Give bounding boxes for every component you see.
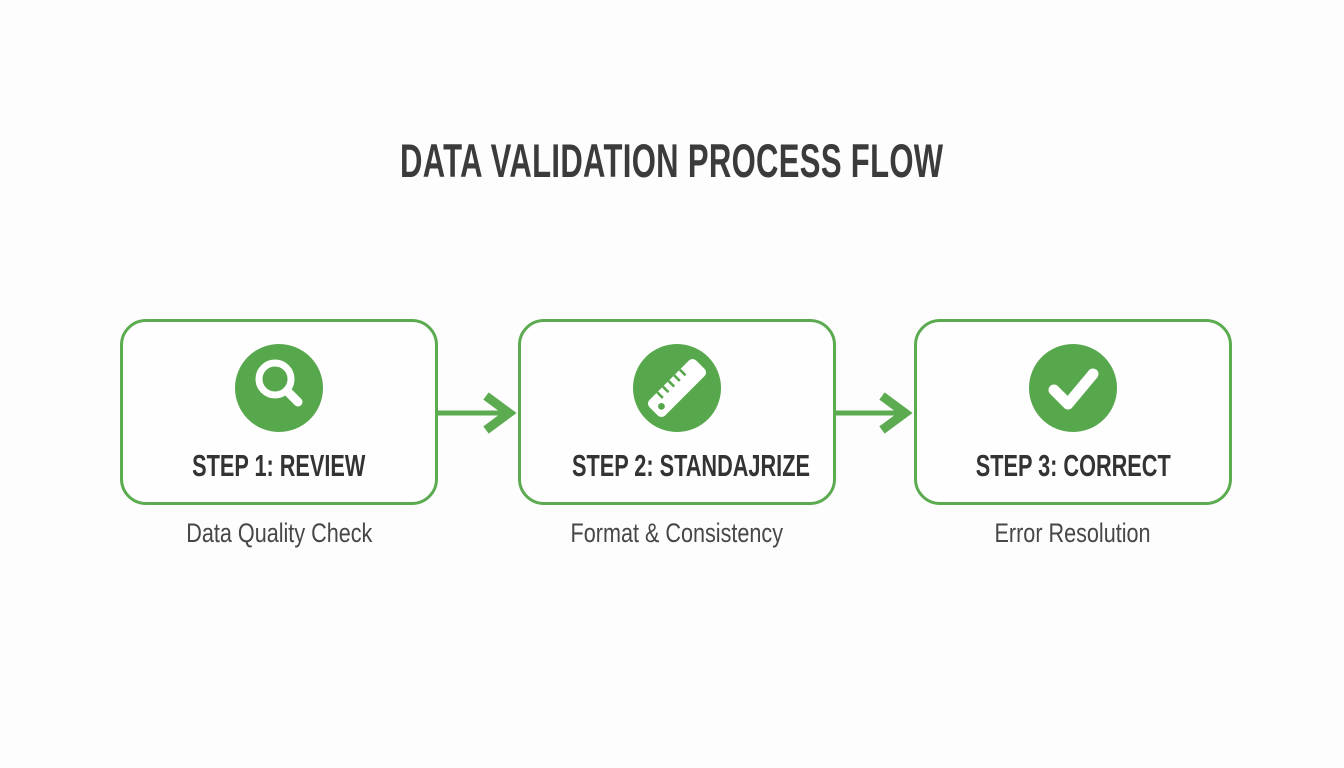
page-title: DATA VALIDATION PROCESS FLOW — [0, 133, 1344, 188]
step-box-correct: STEP 3: CORRECT — [914, 319, 1232, 505]
step-caption: Format & Consistency — [570, 518, 784, 548]
step-label: STEP 3: CORRECT — [975, 448, 1171, 483]
step-box-review: STEP 1: REVIEW — [120, 319, 438, 505]
step-box-standardize: STEP 2: STANDAJRIZE — [518, 319, 836, 505]
step-label: STEP 2: STANDAJRIZE — [571, 448, 810, 483]
step-caption: Data Quality Check — [185, 518, 373, 548]
ruler-icon — [633, 344, 721, 432]
arrow-right-icon — [834, 392, 913, 434]
magnifier-icon — [235, 344, 323, 432]
check-icon — [1029, 344, 1117, 432]
step-label: STEP 1: REVIEW — [192, 448, 366, 483]
page-title-text: DATA VALIDATION PROCESS FLOW — [400, 134, 944, 187]
step-caption: Error Resolution — [994, 518, 1152, 548]
arrow-right-icon — [438, 392, 517, 434]
